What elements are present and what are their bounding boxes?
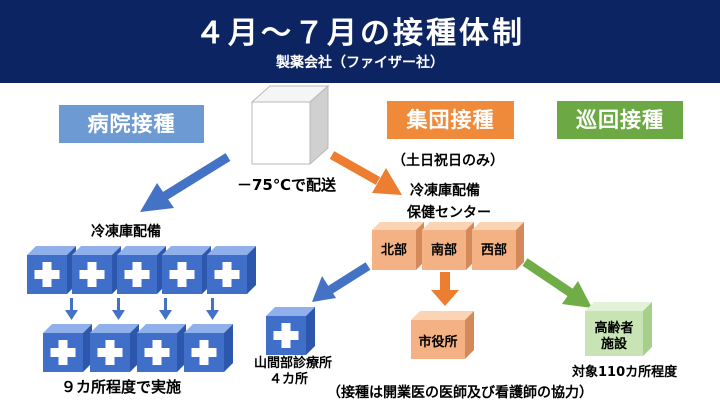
elderly-facility-cube (585, 302, 652, 356)
small-down-arrows-icon (65, 298, 219, 320)
group-vaccination-label: 集団接種 (387, 101, 514, 139)
hospital-cubes-top-row (27, 246, 256, 294)
clinic-count-label: ４カ所 (269, 372, 309, 387)
nine-sites-note: ９カ所程度で実施 (61, 378, 182, 396)
city-hall-cube (411, 311, 474, 359)
arrow-to-city-hall-icon (431, 272, 459, 306)
weekends-note: （土日祝日のみ） (392, 153, 504, 169)
header-banner: ４月～７月の接種体制 製薬会社（ファイザー社） (0, 0, 720, 83)
clinic-cube (266, 307, 315, 355)
elderly-label-line2: 施設 (600, 337, 627, 352)
clinic-label: 山間部診療所 (254, 356, 333, 371)
hospital-vaccination-label: 病院接種 (59, 105, 204, 143)
elderly-label-line1: 高齢者 (594, 321, 634, 336)
health-center-label: 保健センター (407, 205, 491, 221)
shipping-note: －75℃で配送 (237, 176, 337, 194)
facilities-note: 対象110カ所程度 (572, 365, 678, 380)
freezer-left-label: 冷凍庫配備 (91, 224, 161, 240)
arrow-to-elderly-icon (522, 258, 592, 308)
footer-note: （接種は開業医の医師及び看護師の協力） (327, 385, 593, 401)
mobile-vaccination-label: 巡回接種 (557, 101, 683, 139)
west-label: 西部 (480, 243, 507, 258)
arrow-to-clinic-icon (312, 262, 371, 302)
hospital-cubes-bottom-row (43, 324, 233, 372)
freezer-right-label: 冷凍庫配備 (410, 183, 480, 199)
page-title: ４月～７月の接種体制 (195, 16, 525, 51)
city-hall-label: 市役所 (418, 335, 458, 350)
south-label: 南部 (430, 243, 457, 258)
white-cube-icon (250, 84, 330, 166)
page-subtitle: 製薬会社（ファイザー社） (276, 55, 444, 71)
arrow-to-group-icon (329, 151, 402, 195)
arrow-to-hospital-icon (140, 153, 231, 212)
north-label: 北部 (380, 243, 407, 258)
